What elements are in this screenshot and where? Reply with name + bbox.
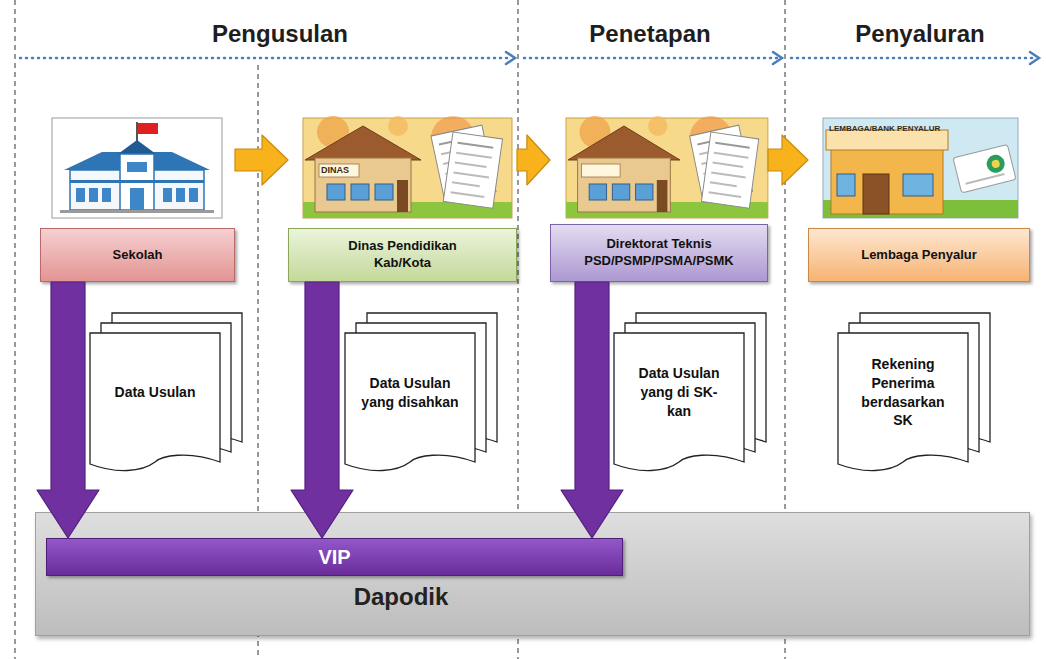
document-outline (838, 313, 990, 470)
flow-arrow (768, 135, 808, 185)
phase-heading: Pengusulan (212, 20, 348, 48)
phase-heading: Penetapan (589, 20, 710, 48)
school-illustration (52, 118, 222, 218)
school-box: Sekolah (40, 115, 235, 282)
database-band: VIP Dapodik (35, 512, 1030, 636)
upload-arrow (291, 282, 353, 538)
node-text: Data Usulan yang di SK-kan (629, 364, 729, 421)
document-page (345, 333, 475, 471)
document-stack: Rekening Penerima berdasarkan SK (838, 313, 990, 470)
node-text: Lembaga Penyalur (861, 247, 977, 264)
document-outline (345, 313, 497, 470)
flow-arrow (517, 135, 550, 185)
distributor-box: Lembaga Penyalur (808, 115, 1030, 282)
node-text: Rekening Penerima berdasarkan SK (853, 355, 953, 431)
office-box: Dinas Pendidikan Kab/Kota (288, 115, 517, 282)
node-text: Data Usulan (115, 383, 196, 402)
document-page (614, 333, 744, 471)
document-stack: Data Usulan (90, 313, 242, 470)
node-text: Dapodik (36, 583, 766, 611)
sign-text: LEMBAGA/BANK PENYALUR (829, 124, 940, 133)
label-panel: Lembaga Penyalur (808, 228, 1030, 282)
document-stack: Data Usulan yang di SK-kan (614, 313, 766, 470)
node-text: Dinas Pendidikan Kab/Kota (323, 238, 483, 272)
node-text: VIP (318, 546, 350, 569)
bank-illustration (823, 118, 1018, 218)
label-panel: Sekolah (40, 228, 235, 282)
system-bar: VIP (46, 538, 623, 576)
node-text: Sekolah (113, 247, 163, 264)
phase-arrow (20, 52, 1039, 64)
document-stack: Data Usulan yang disahkan (345, 313, 497, 470)
document-page (838, 333, 968, 471)
directorate-box: Direktorat Teknis PSD/PSMP/PSMA/PSMK (550, 115, 768, 282)
flow-arrow (235, 135, 288, 185)
sign-text: DINAS (321, 165, 349, 175)
node-text: Direktorat Teknis PSD/PSMP/PSMA/PSMK (557, 236, 762, 270)
label-panel: Dinas Pendidikan Kab/Kota (288, 228, 517, 282)
label-panel: Direktorat Teknis PSD/PSMP/PSMA/PSMK (550, 224, 768, 282)
document-page (90, 333, 220, 471)
phase-heading: Penyaluran (855, 20, 984, 48)
node-text: Data Usulan yang disahkan (360, 374, 460, 412)
